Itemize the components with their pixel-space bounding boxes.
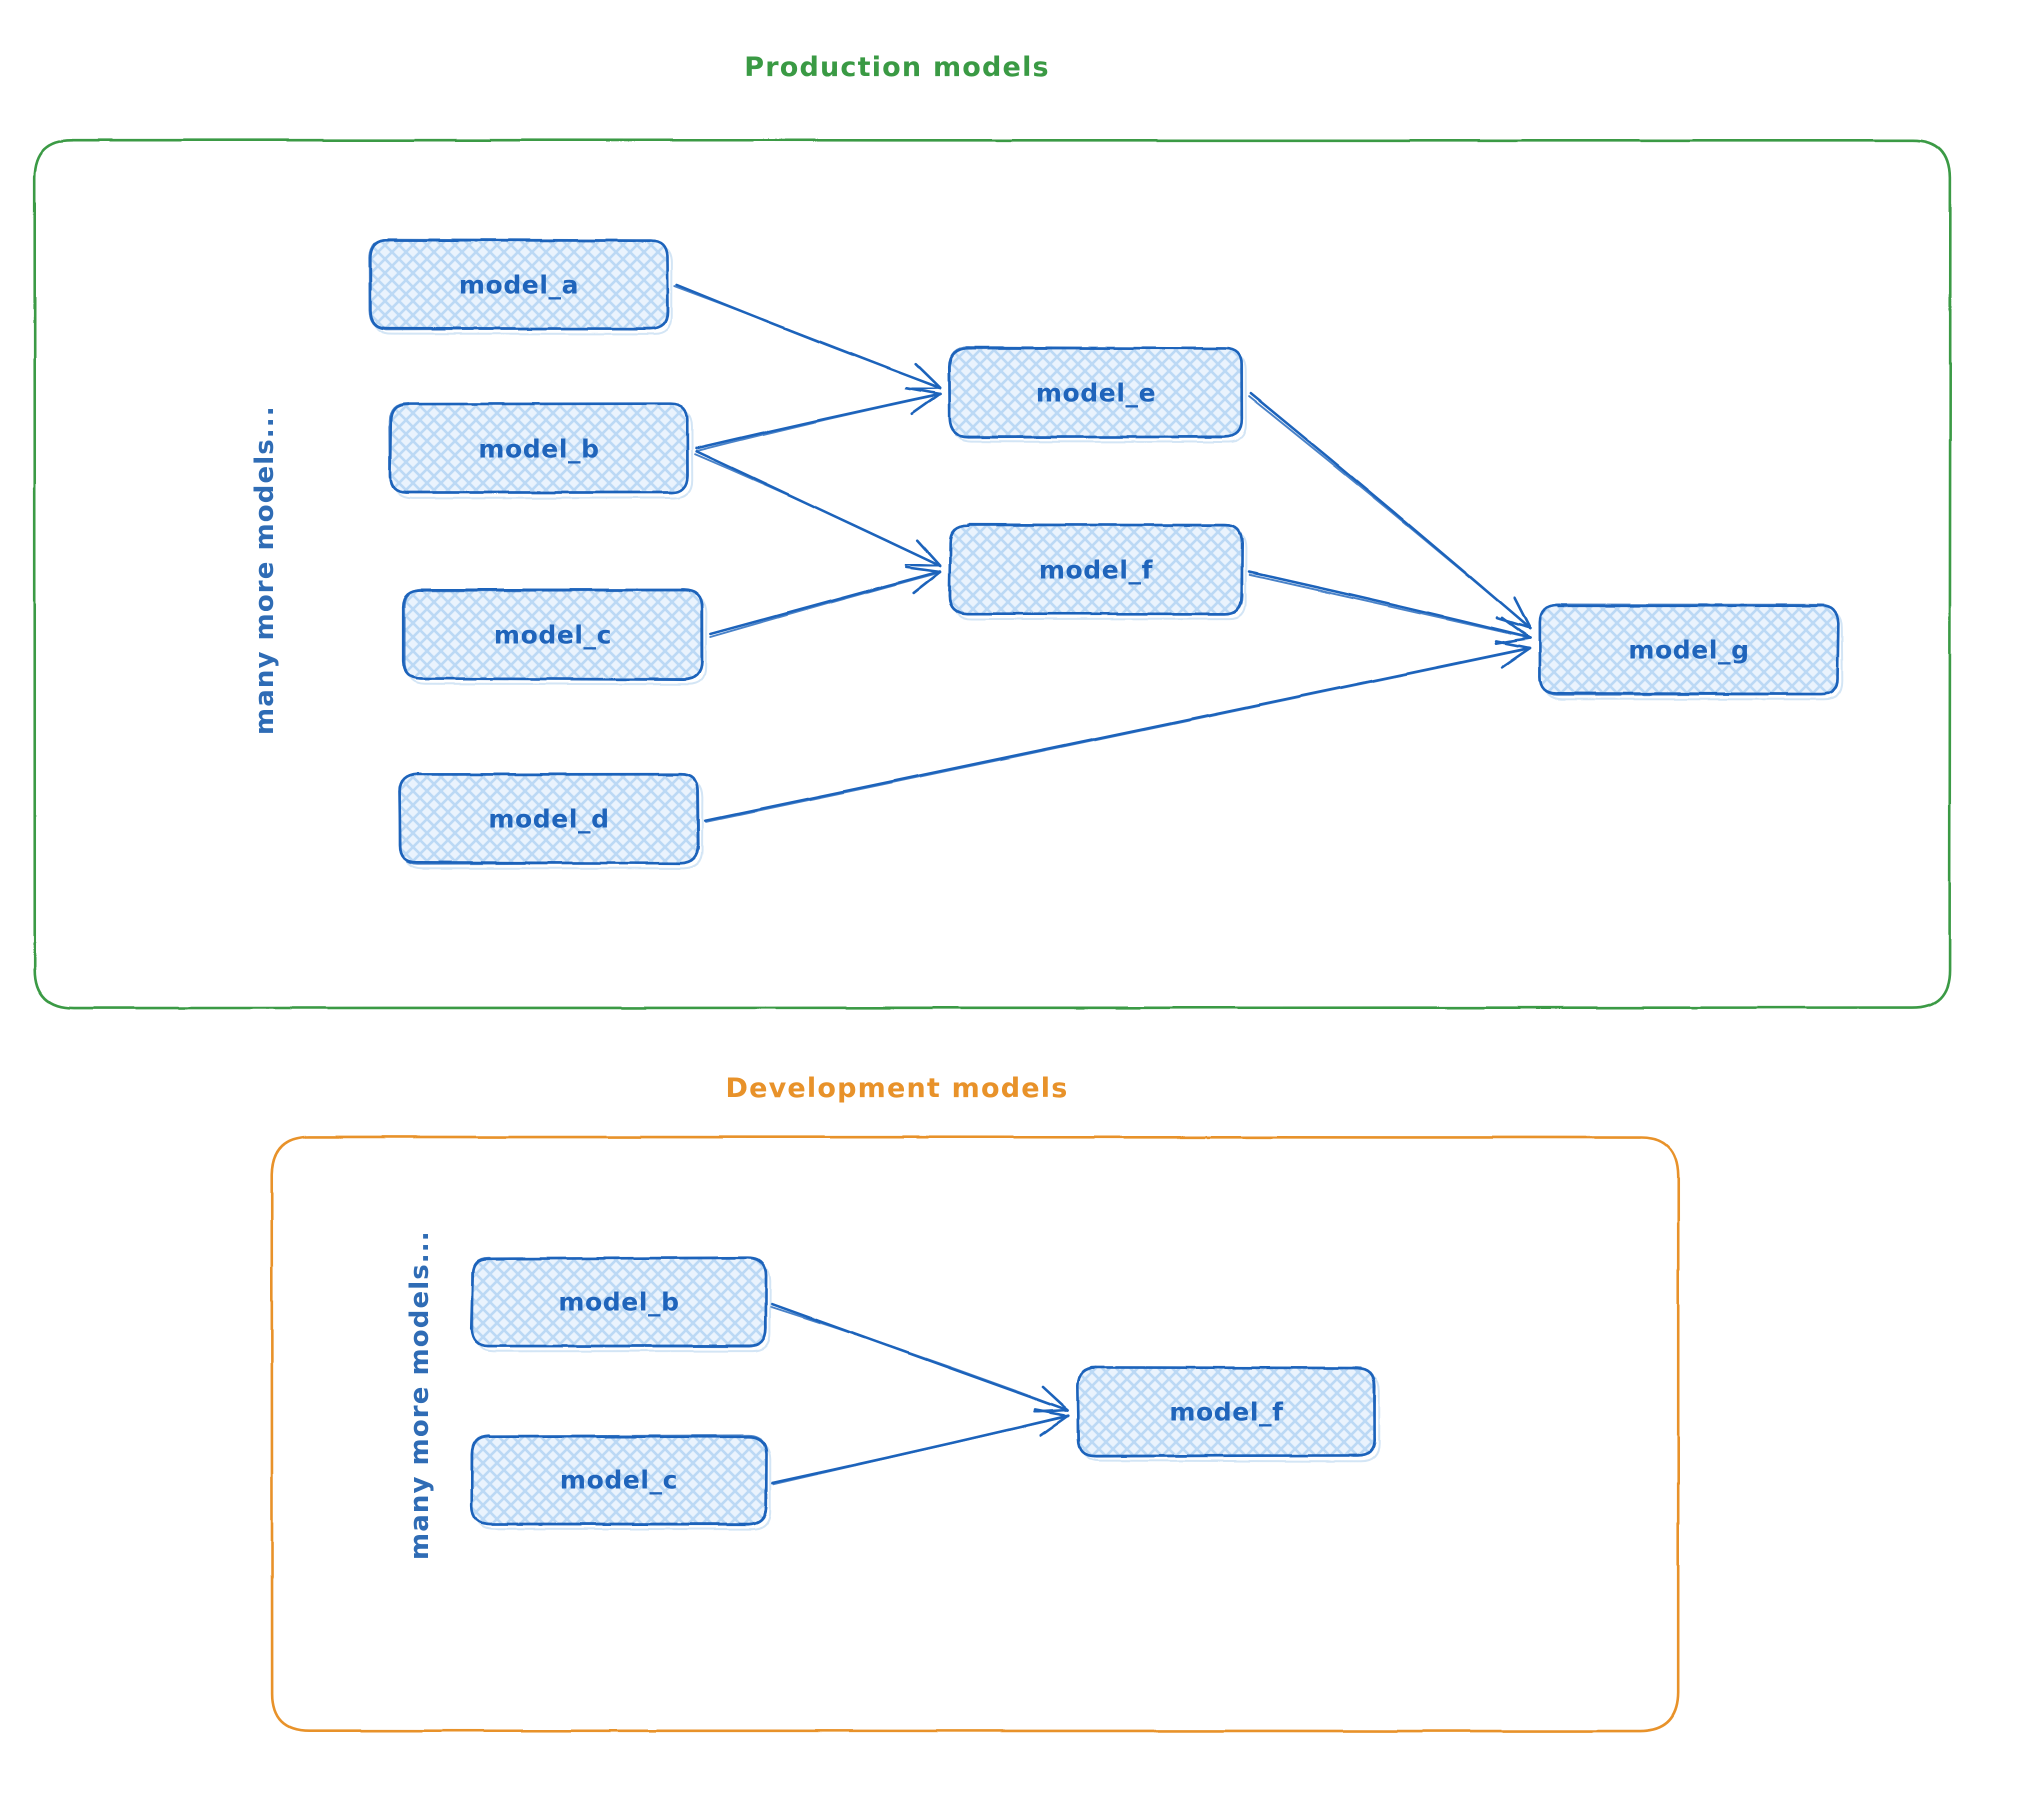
node-border bbox=[398, 772, 700, 865]
group-containers bbox=[33, 138, 1952, 1733]
group-title-dev_title: Development models bbox=[725, 1073, 1069, 1104]
arrowhead-stroke bbox=[1033, 1408, 1070, 1418]
node-hit-dev_f[interactable] bbox=[1078, 1368, 1375, 1456]
arrowhead-stroke bbox=[915, 539, 942, 568]
node-hit-prod_e[interactable] bbox=[950, 348, 1242, 437]
node-fill bbox=[471, 1257, 767, 1347]
node-hit-dev_c[interactable] bbox=[472, 1436, 766, 1524]
arrowhead-stroke bbox=[904, 563, 942, 568]
node-prod_f[interactable] bbox=[948, 523, 1247, 621]
group-title-prod_title: Production models bbox=[744, 52, 1050, 83]
node-border bbox=[1076, 1366, 1377, 1458]
arrowhead-stroke bbox=[905, 566, 942, 574]
edge-line bbox=[1248, 395, 1532, 630]
edge-line bbox=[1248, 573, 1532, 640]
node-prod_b[interactable] bbox=[388, 402, 694, 500]
edge-prod_f-to-prod_g bbox=[1247, 570, 1532, 646]
nodes bbox=[368, 238, 1844, 1531]
edge-line bbox=[673, 285, 941, 390]
node-prod_g[interactable] bbox=[1538, 603, 1844, 701]
arrowhead-stroke bbox=[1513, 596, 1532, 630]
edge-dev_b-to-dev_f bbox=[770, 1302, 1070, 1414]
node-hit-prod_g[interactable] bbox=[1540, 605, 1838, 694]
node-fill bbox=[949, 347, 1242, 438]
edge-prod_e-to-prod_g bbox=[1248, 392, 1532, 630]
node-dev_f[interactable] bbox=[1076, 1366, 1381, 1463]
node-hit-prod_c[interactable] bbox=[404, 590, 702, 679]
group-container-development bbox=[270, 1135, 1680, 1733]
node-border bbox=[403, 588, 703, 681]
edge-line bbox=[1247, 570, 1531, 639]
node-fill bbox=[403, 589, 703, 680]
node-hit-prod_a[interactable] bbox=[370, 240, 668, 329]
node-dev_b[interactable] bbox=[469, 1256, 772, 1353]
node-hit-prod_b[interactable] bbox=[390, 404, 688, 493]
arrowhead-stroke bbox=[911, 570, 942, 595]
node-fill bbox=[1539, 604, 1839, 695]
arrowhead-stroke bbox=[1500, 646, 1532, 669]
edge-line bbox=[709, 571, 941, 638]
node-fill bbox=[949, 524, 1243, 615]
arrowhead-stroke bbox=[1039, 1414, 1070, 1438]
arrowhead-stroke bbox=[1501, 616, 1532, 640]
group-container-production bbox=[33, 138, 1952, 1010]
edge-line bbox=[705, 647, 1532, 823]
edge-prod_a-to-prod_e bbox=[673, 283, 942, 391]
edge-prod_c-to-prod_f bbox=[709, 566, 942, 638]
arrowhead-stroke bbox=[905, 386, 942, 396]
node-dev_c[interactable] bbox=[470, 1434, 772, 1531]
arrowhead-stroke bbox=[1495, 640, 1532, 650]
edge-line bbox=[704, 646, 1531, 822]
node-hit-dev_b[interactable] bbox=[472, 1258, 766, 1346]
node-border bbox=[388, 402, 689, 494]
edge-line bbox=[709, 570, 942, 636]
node-border bbox=[948, 523, 1244, 615]
node-border bbox=[368, 238, 669, 331]
node-prod_e[interactable] bbox=[947, 346, 1247, 443]
edge-line bbox=[770, 1305, 1069, 1412]
arrowhead-stroke bbox=[1041, 1385, 1070, 1412]
node-prod_c[interactable] bbox=[401, 588, 708, 686]
node-border bbox=[471, 1256, 768, 1348]
node-fill bbox=[1077, 1368, 1375, 1457]
node-border bbox=[948, 346, 1244, 439]
node-fill bbox=[389, 403, 689, 494]
edge-dev_c-to-dev_f bbox=[770, 1408, 1070, 1486]
arrowhead-stroke bbox=[910, 392, 942, 415]
edge-line bbox=[696, 393, 941, 452]
node-fill bbox=[399, 774, 699, 864]
edges bbox=[673, 283, 1532, 1486]
node-fill bbox=[471, 1435, 767, 1525]
node-hit-prod_d[interactable] bbox=[400, 774, 698, 863]
arrowhead-stroke bbox=[914, 362, 942, 390]
node-hit-prod_f[interactable] bbox=[950, 525, 1242, 614]
side-label-dev_side: many more models... bbox=[405, 1230, 435, 1560]
node-prod_a[interactable] bbox=[368, 238, 673, 335]
node-fill bbox=[369, 240, 668, 329]
edge-prod_b-to-prod_e bbox=[695, 386, 942, 452]
node-prod_d[interactable] bbox=[398, 772, 704, 870]
edge-prod_d-to-prod_g bbox=[704, 640, 1532, 823]
side-label-prod_side: many more models... bbox=[250, 405, 280, 735]
node-border bbox=[1538, 603, 1840, 696]
edge-prod_b-to-prod_f bbox=[694, 450, 942, 568]
edge-line bbox=[772, 1415, 1070, 1486]
node-border bbox=[470, 1434, 768, 1525]
edge-line bbox=[694, 453, 941, 567]
